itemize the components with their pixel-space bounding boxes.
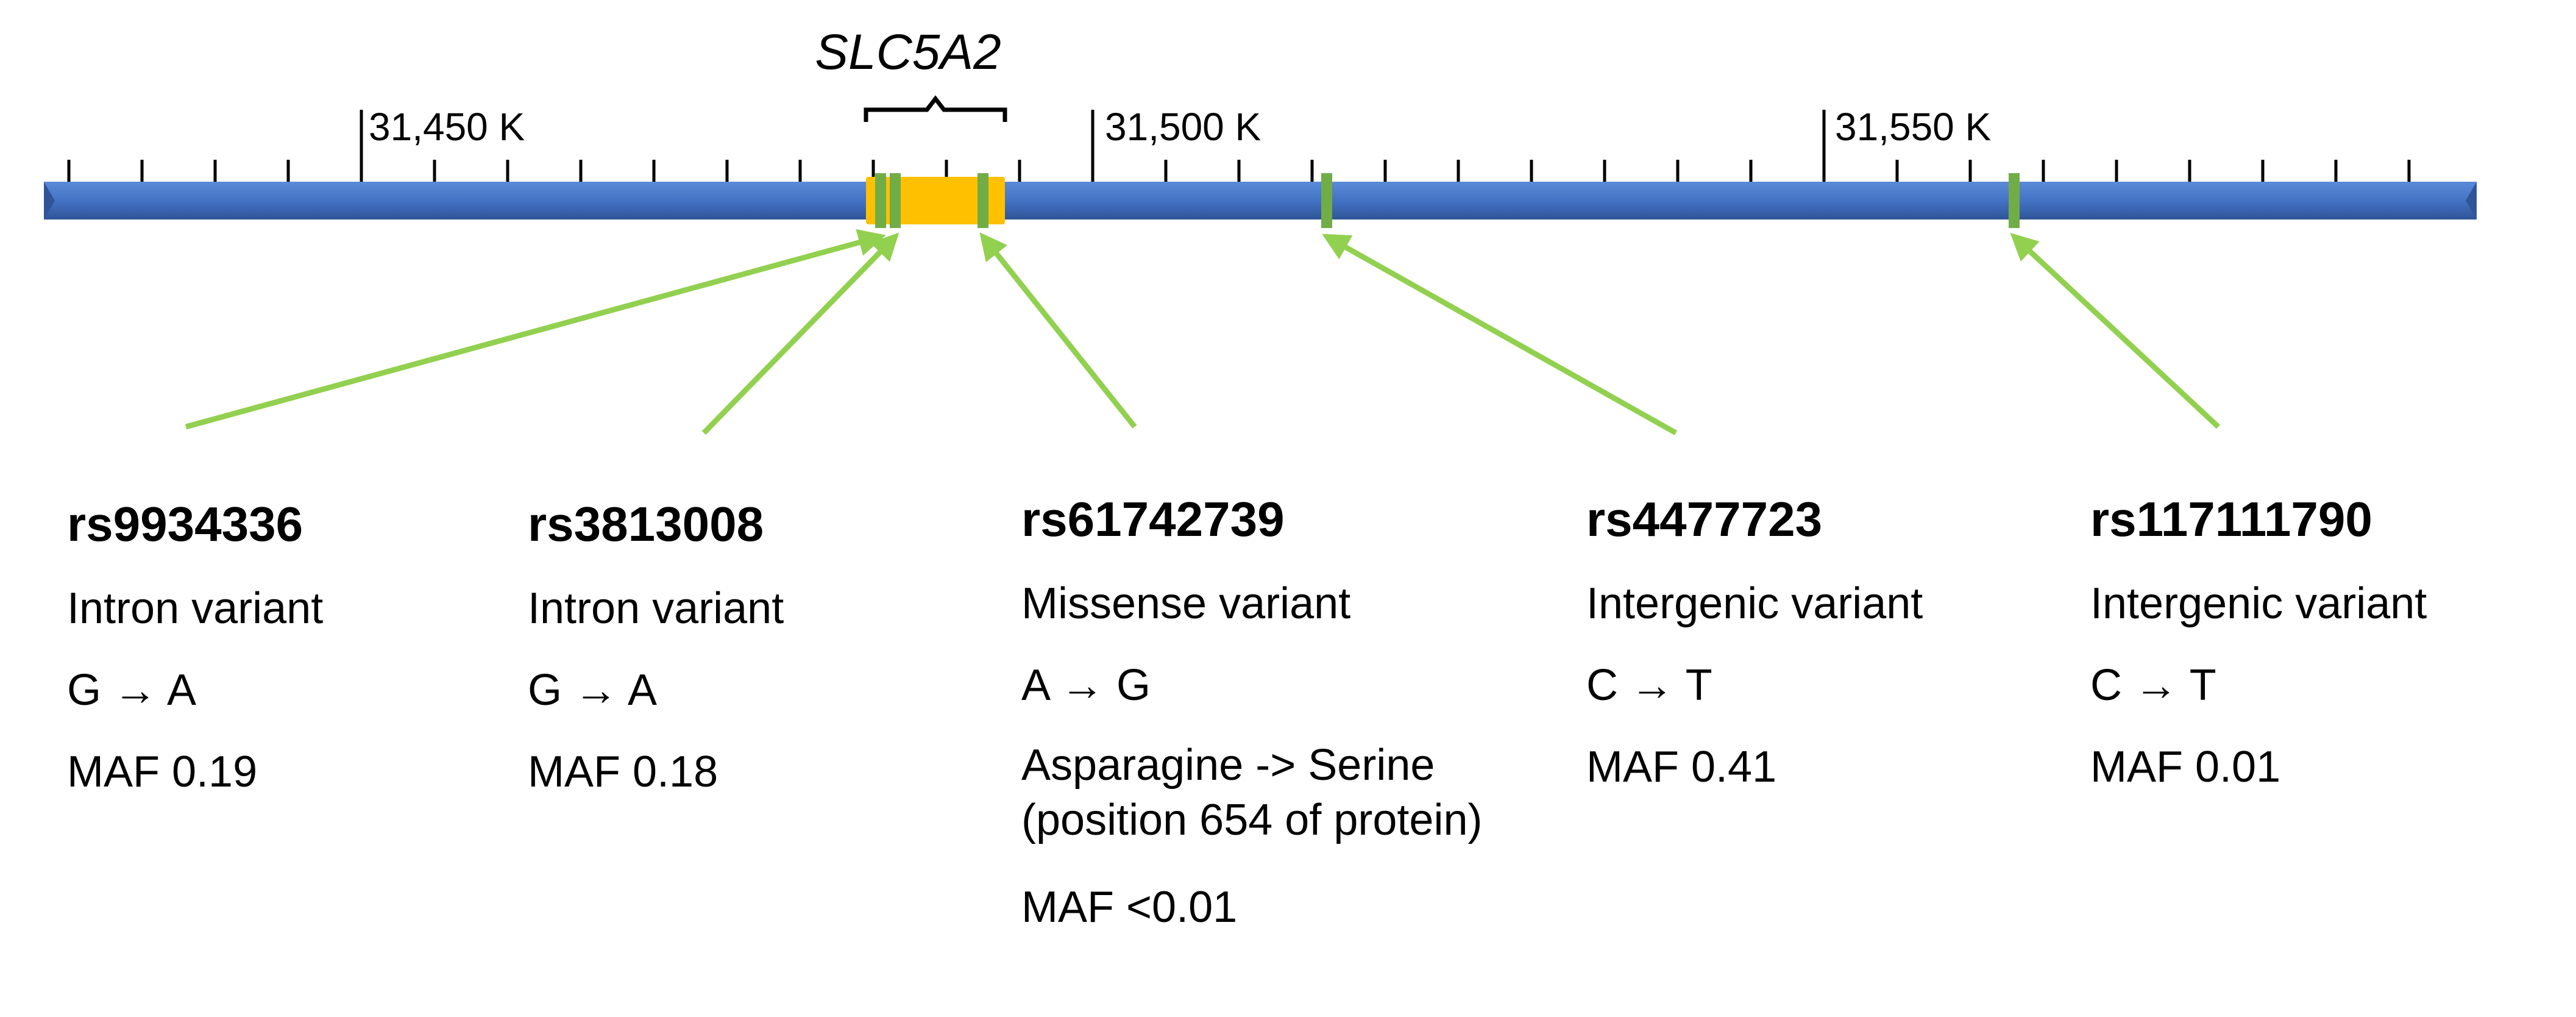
variant-card-rs4477723: rs4477723 Intergenic variant C → T MAF 0…	[1586, 492, 1923, 791]
variant-id: rs4477723	[1586, 492, 1823, 546]
variant-card-rs61742739: rs61742739 Missense variant A → G Aspara…	[1021, 492, 1482, 932]
variant-id: rs117111790	[2090, 492, 2372, 546]
variant-card-rs9934336: rs9934336 Intron variant G → A MAF 0.19	[67, 500, 323, 794]
tick-label-31450: 31,450 K	[369, 105, 525, 149]
variant-arrow-rs117111790	[2010, 232, 2221, 429]
variant-marker-rs61742739	[978, 173, 988, 228]
variant-id: rs3813008	[528, 497, 764, 551]
variant-card-rs3813008: rs3813008 Intron variant G → A MAF 0.18	[528, 500, 784, 794]
variant-type: Intergenic variant	[1586, 579, 1923, 628]
gene-title: SLC5A2	[815, 24, 1001, 80]
variant-card-rs117111790: rs117111790 Intergenic variant C → T MAF…	[2090, 492, 2427, 791]
variant-allele: G → A	[528, 666, 658, 715]
variant-maf: MAF 0.19	[67, 748, 258, 796]
variant-effect-line-2: (position 654 of protein)	[1021, 796, 1483, 844]
variant-marker-rs3813008	[890, 173, 901, 228]
variant-type: Missense variant	[1021, 579, 1351, 628]
variant-marker-rs9934336	[875, 173, 886, 228]
variant-allele: A → G	[1021, 661, 1151, 710]
variant-allele: G → A	[67, 666, 197, 715]
variant-arrow-rs61742739	[979, 232, 1137, 429]
variant-allele: C → T	[1586, 661, 1712, 710]
variant-id: rs61742739	[1021, 492, 1285, 546]
axis-ticks	[67, 110, 2411, 182]
variant-allele: C → T	[2090, 661, 2216, 710]
chromosome-right-cap	[2466, 182, 2477, 219]
gene-bracket	[864, 95, 1007, 122]
variant-maf: MAF 0.18	[528, 748, 719, 796]
variant-type: Intergenic variant	[2090, 579, 2427, 628]
variant-maf: MAF 0.41	[1586, 743, 1777, 791]
variant-maf: MAF <0.01	[1021, 883, 1238, 932]
variant-maf: MAF 0.01	[2090, 743, 2281, 791]
variant-arrow-rs3813008	[701, 232, 899, 435]
variant-type: Intron variant	[528, 584, 784, 633]
variant-type: Intron variant	[67, 584, 324, 633]
variant-markers	[875, 173, 2020, 228]
tick-label-31550: 31,550 K	[1835, 105, 1992, 149]
variant-marker-rs4477723	[1321, 173, 1332, 228]
variant-arrow-rs9934336	[185, 229, 886, 430]
variant-effect: Asparagine -> Serine (position 654 of pr…	[1021, 738, 1482, 848]
variant-effect-line-1: Asparagine -> Serine	[1021, 741, 1435, 790]
chromosome-left-cap	[44, 182, 55, 219]
chromosome-bar	[44, 182, 2477, 219]
variant-marker-rs117111790	[2009, 173, 2020, 228]
variant-arrow-rs4477723	[1322, 234, 1678, 435]
tick-label-31500: 31,500 K	[1105, 105, 1261, 149]
variant-id: rs9934336	[67, 497, 303, 551]
variant-arrows	[185, 229, 2221, 435]
